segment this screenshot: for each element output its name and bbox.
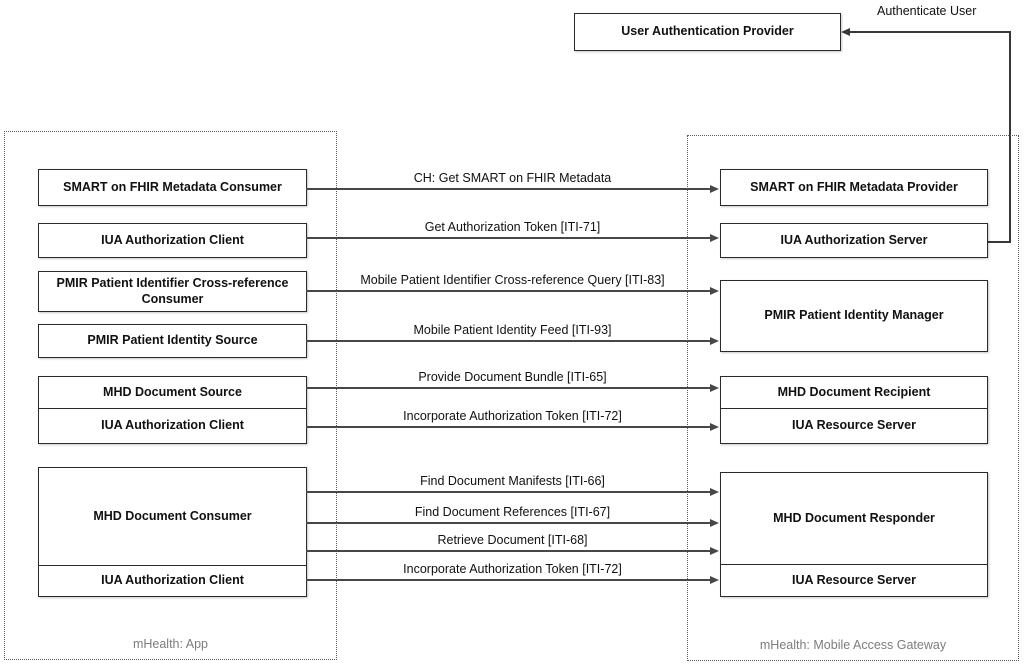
container-caption-mobile-access-gateway: mHealth: Mobile Access Gateway [759, 638, 947, 652]
actor-label: SMART on FHIR Metadata Consumer [63, 179, 282, 194]
transaction-label: Provide Document Bundle [ITI-65] [418, 370, 607, 384]
actor-label: MHD Document Responder [773, 510, 935, 525]
transaction-label: Mobile Patient Identifier Cross-referenc… [360, 273, 665, 287]
actor-row-mhd-document-source: MHD Document Source [39, 377, 306, 408]
transaction-label: Get Authorization Token [ITI-71] [424, 220, 601, 234]
arrowhead-icon [710, 336, 719, 345]
arrow-line [306, 426, 711, 428]
arrowhead-icon [710, 184, 719, 193]
actor-label: MHD Document Recipient [777, 384, 931, 399]
actor-label: IUA Resource Server [792, 418, 916, 433]
auth-connector-stub-segment [987, 241, 1011, 243]
actor-label: IUA Authorization Server [780, 232, 928, 247]
actor-group-mhd-document-recipient: MHD Document Recipient IUA Resource Serv… [720, 376, 988, 444]
arrow-line [306, 188, 711, 190]
authenticate-user-label: Authenticate User [877, 4, 977, 18]
actor-label: IUA Authorization Client [101, 418, 244, 433]
transaction-label: Incorporate Authorization Token [ITI-72] [403, 409, 622, 423]
actor-box-user-authentication-provider: User Authentication Provider [574, 13, 841, 51]
actor-row-mhd-document-consumer: MHD Document Consumer [39, 468, 306, 565]
actor-group-mhd-document-consumer: MHD Document Consumer IUA Authorization … [38, 467, 307, 597]
actor-box-smart-on-fhir-metadata-provider: SMART on FHIR Metadata Provider [720, 169, 988, 206]
arrowhead-icon [710, 422, 719, 431]
actor-label: MHD Document Source [103, 384, 242, 399]
arrowhead-icon [710, 383, 719, 392]
actor-label: IUA Authorization Client [101, 232, 244, 247]
transaction-label: Find Document Manifests [ITI-66] [420, 474, 605, 488]
transaction-label: Mobile Patient Identity Feed [ITI-93] [413, 323, 612, 337]
actor-label: User Authentication Provider [621, 24, 794, 39]
actor-box-pmir-patient-identity-source: PMIR Patient Identity Source [38, 324, 307, 358]
actor-box-pmir-patient-identifier-cross-reference-consumer: PMIR Patient Identifier Cross-reference … [38, 271, 307, 312]
actor-row-mhd-document-responder: MHD Document Responder [721, 473, 987, 564]
arrowhead-icon [710, 575, 719, 584]
arrow-line [306, 579, 711, 581]
arrow-line [306, 550, 711, 552]
actor-box-iua-authorization-server: IUA Authorization Server [720, 223, 988, 258]
actor-box-smart-on-fhir-metadata-consumer: SMART on FHIR Metadata Consumer [38, 169, 307, 206]
actor-label: IUA Authorization Client [101, 573, 244, 588]
actor-row-iua-resource-server: IUA Resource Server [721, 408, 987, 443]
container-caption-mhealth-app: mHealth: App [132, 637, 209, 651]
actor-group-mhd-document-responder: MHD Document Responder IUA Resource Serv… [720, 472, 988, 597]
actor-box-iua-authorization-client: IUA Authorization Client [38, 223, 307, 258]
actor-row-iua-authorization-client: IUA Authorization Client [39, 565, 306, 596]
mhealth-app-container: SMART on FHIR Metadata Consumer IUA Auth… [4, 131, 337, 660]
arrowhead-icon [710, 233, 719, 242]
actor-row-mhd-document-recipient: MHD Document Recipient [721, 377, 987, 408]
actor-row-iua-authorization-client: IUA Authorization Client [39, 408, 306, 443]
actor-box-pmir-patient-identity-manager: PMIR Patient Identity Manager [720, 280, 988, 352]
actor-label: SMART on FHIR Metadata Provider [750, 179, 958, 194]
arrowhead-icon [710, 546, 719, 555]
arrowhead-icon [710, 487, 719, 496]
actor-label: MHD Document Consumer [93, 508, 252, 523]
auth-connector-top-segment [850, 31, 1010, 33]
arrow-line [306, 237, 711, 239]
transaction-label: Find Document References [ITI-67] [414, 505, 611, 519]
actor-label: IUA Resource Server [792, 572, 916, 587]
auth-connector-arrowhead-icon [841, 27, 850, 36]
arrow-line [306, 387, 711, 389]
actor-label: PMIR Patient Identity Manager [764, 308, 944, 323]
actor-group-mhd-document-source: MHD Document Source IUA Authorization Cl… [38, 376, 307, 444]
arrowhead-icon [710, 286, 719, 295]
actor-row-iua-resource-server: IUA Resource Server [721, 564, 987, 596]
actor-label: PMIR Patient Identifier Cross-reference … [56, 275, 289, 306]
mhealth-mobile-access-gateway-container: SMART on FHIR Metadata Provider IUA Auth… [687, 135, 1019, 661]
auth-connector-vertical-segment [1009, 31, 1011, 243]
transaction-label: CH: Get SMART on FHIR Metadata [413, 171, 612, 185]
arrow-line [306, 522, 711, 524]
transaction-label: Incorporate Authorization Token [ITI-72] [403, 562, 622, 576]
transaction-label: Retrieve Document [ITI-68] [437, 533, 588, 547]
actor-label: PMIR Patient Identity Source [87, 333, 258, 348]
arrow-line [306, 340, 711, 342]
arrow-line [306, 491, 711, 493]
arrow-line [306, 290, 711, 292]
arrowhead-icon [710, 518, 719, 527]
